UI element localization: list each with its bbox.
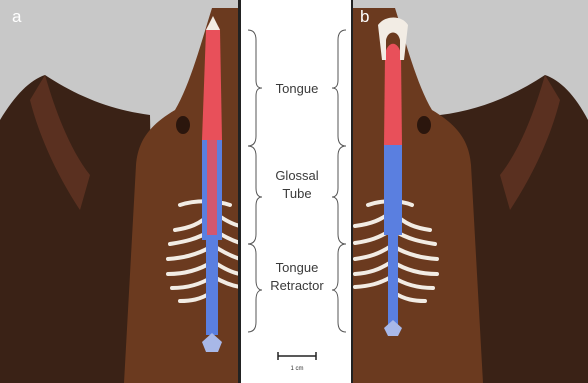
label-retractor-line1: Tongue	[276, 260, 319, 275]
panel-b-letter: b	[360, 7, 369, 26]
scale-bar-label: 1 cm	[290, 366, 303, 372]
scale-bar	[278, 352, 316, 360]
panel-a-letter: a	[12, 7, 22, 26]
panel-a	[0, 0, 240, 383]
panel-b-eye	[417, 116, 431, 134]
panel-a-tongue-retractor	[206, 240, 218, 335]
brace-left-glossal	[248, 146, 262, 244]
panel-a-tongue-core	[207, 140, 217, 235]
label-tube: Tube	[282, 186, 311, 201]
panel-b-tongue	[384, 44, 402, 145]
panel-a-eye	[176, 116, 190, 134]
panel-a-divider	[238, 0, 241, 383]
brace-left-tongue	[248, 30, 262, 146]
label-glossal: Glossal	[275, 168, 318, 183]
label-retractor-line2: Retractor	[270, 278, 324, 293]
brace-left-retractor	[248, 244, 262, 332]
panel-b-tongue-retractor	[388, 235, 398, 325]
brace-right-retractor	[332, 244, 346, 332]
panel-b-glossal-tube	[384, 145, 402, 235]
label-tongue: Tongue	[276, 81, 319, 96]
panel-b	[353, 0, 588, 383]
brace-right-glossal	[332, 146, 346, 244]
brace-right-tongue	[332, 30, 346, 146]
